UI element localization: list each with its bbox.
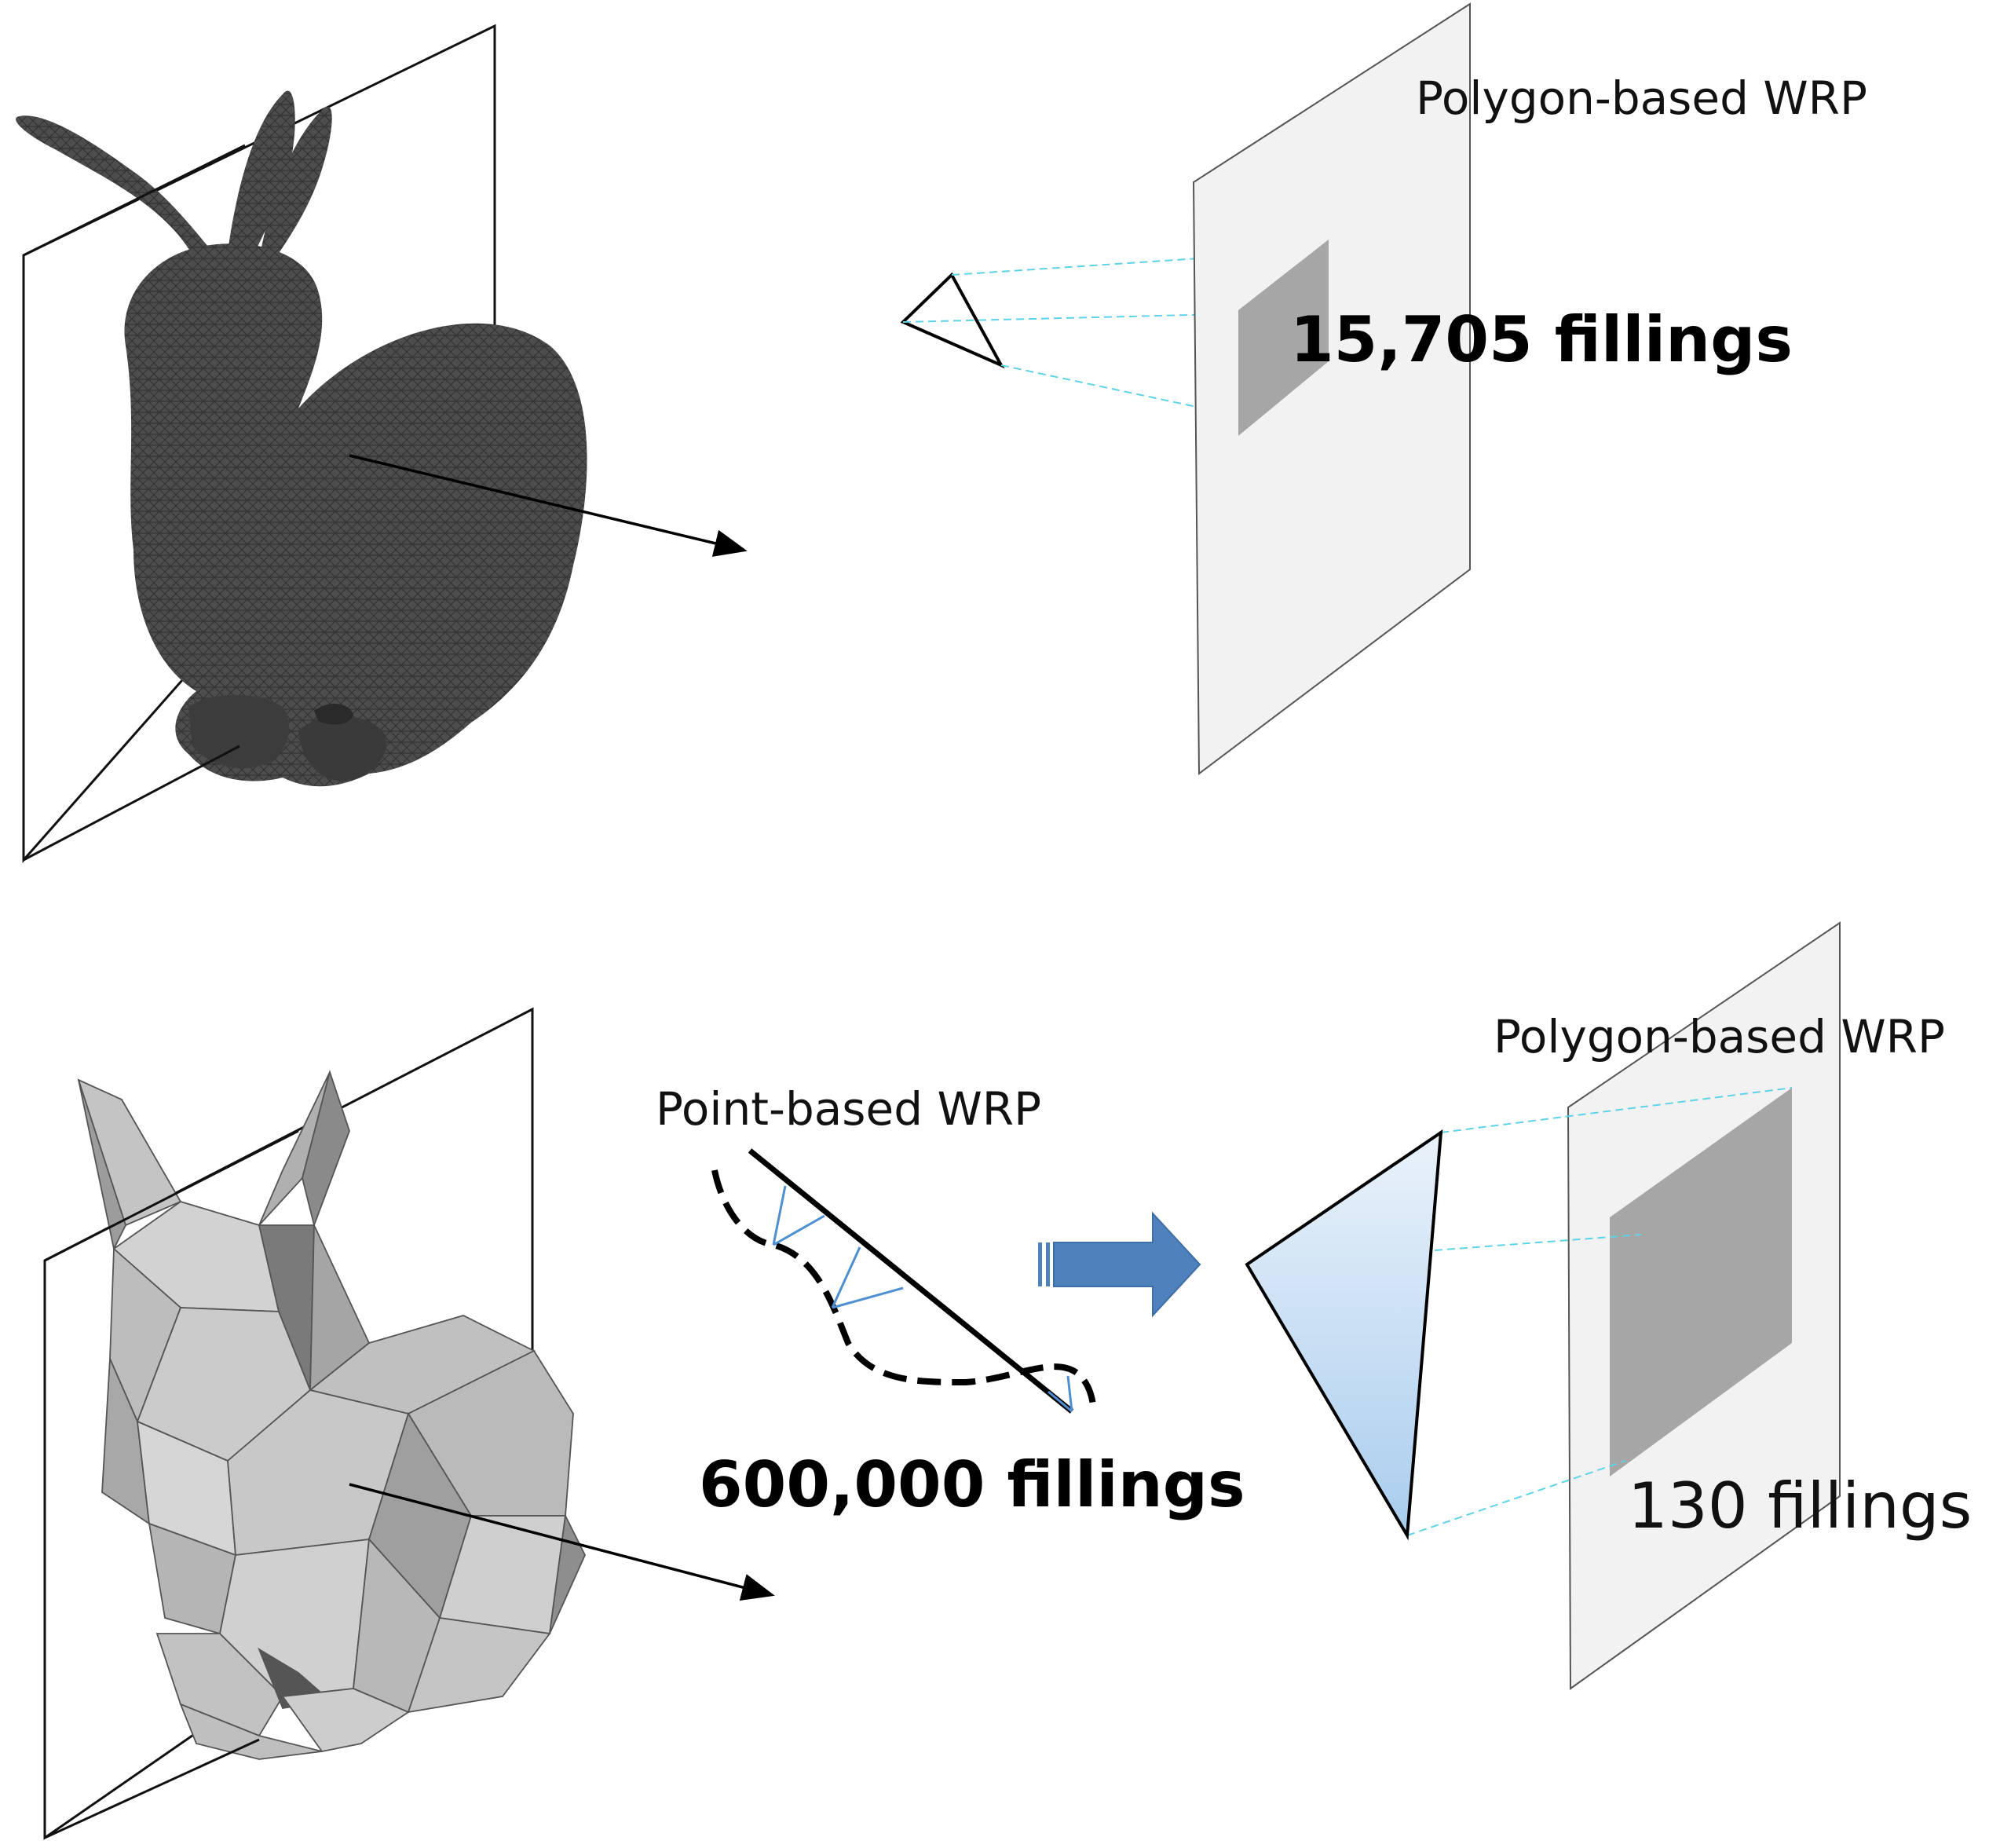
- dense-mesh-bunny: [16, 90, 587, 787]
- top-filled-region: [1238, 240, 1329, 436]
- top-single-polygon: [900, 272, 1005, 369]
- bottom-wrp-label: Polygon-based WRP: [1494, 1010, 1945, 1063]
- top-wrp-plane: [1192, 2, 1471, 775]
- top-object-plane-bottom-edge: [23, 745, 240, 862]
- bottom-object-plane-front-edge: [44, 1129, 299, 1262]
- bottom-projection-guides: [1406, 1087, 1793, 1536]
- bottom-single-polygon: [1245, 1129, 1443, 1541]
- point-wrp-label: Point-based WRP: [656, 1082, 1041, 1136]
- bottom-wrp-plane-group: [1567, 921, 1841, 1690]
- bottom-object-plane-bottom-edge: [44, 1738, 260, 1839]
- bottom-filled-region: [1610, 1088, 1792, 1477]
- point-wrp-rays: [772, 1185, 1073, 1413]
- point-wrp-line: [748, 1148, 1074, 1414]
- transfer-arrow: [1038, 1211, 1201, 1318]
- point-based-wrp-group: Point-based WRP 600,000 fillings: [656, 1082, 1245, 1521]
- top-fillings-label: 15,705 fillings: [1290, 303, 1793, 376]
- bottom-projection-arrow: [349, 1483, 775, 1601]
- polygon-fillings-label: 130 fillings: [1628, 1469, 1972, 1542]
- object-surface-dashed: [711, 1169, 1099, 1412]
- top-object-plane-front-edge: [23, 144, 246, 257]
- point-fillings-label: 600,000 fillings: [699, 1448, 1245, 1521]
- top-wrp-plane-group: Polygon-based WRP 15,705 fillings: [1192, 2, 1867, 775]
- top-projection-arrow: [349, 454, 748, 557]
- top-dense-bunny-group: [16, 24, 748, 863]
- bottom-lowpoly-bunny-group: [43, 1007, 775, 1840]
- top-wrp-label: Polygon-based WRP: [1416, 71, 1867, 125]
- lowpoly-bunny: [77, 1069, 586, 1760]
